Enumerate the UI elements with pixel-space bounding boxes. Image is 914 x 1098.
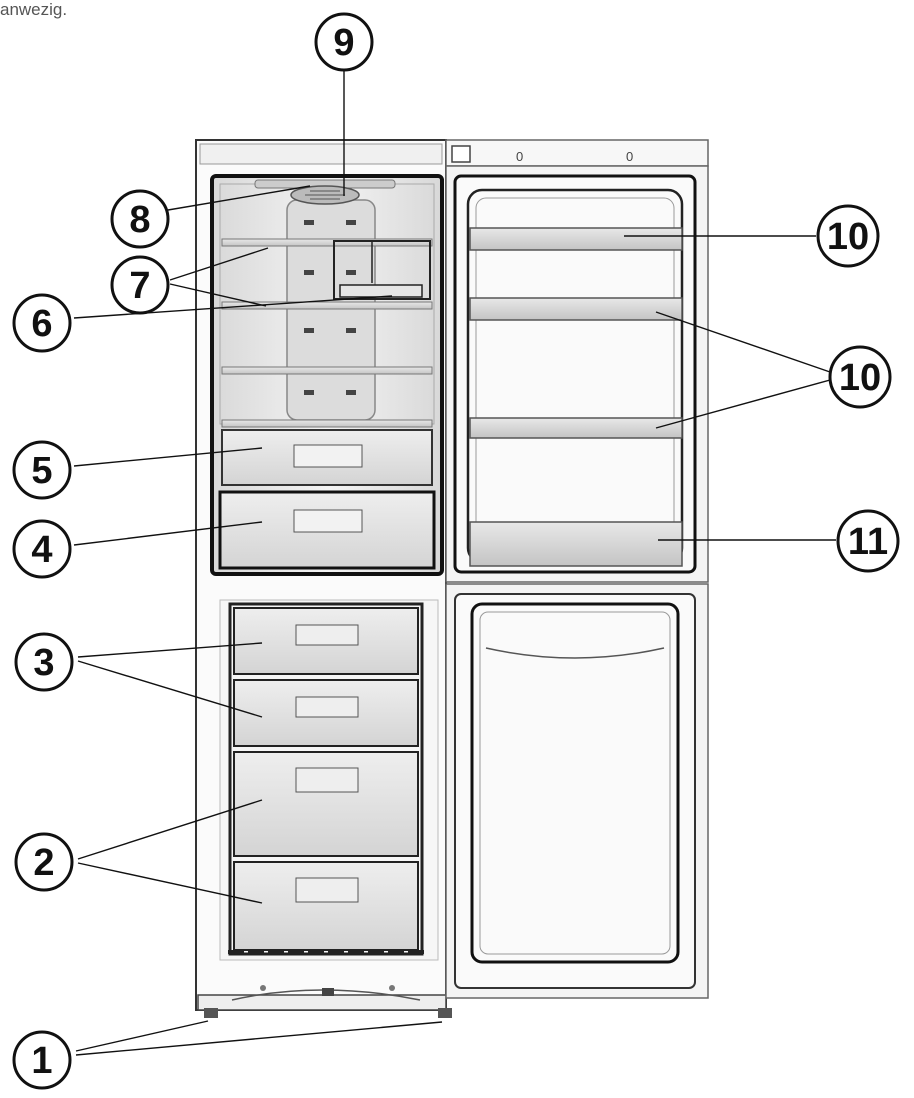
callout-7: 7 (110, 255, 170, 315)
callout-11: 11 (836, 509, 900, 573)
callout-6: 6 (12, 293, 72, 353)
freezer-door (445, 583, 709, 999)
callout-9: 9 (314, 12, 374, 72)
crisper-drawer (218, 490, 436, 570)
svg-text:10: 10 (827, 216, 869, 258)
fresh-zone-drawer (221, 429, 433, 486)
bottle-balcony (469, 521, 683, 567)
hanging-box (333, 240, 431, 300)
svg-text:1: 1 (31, 1040, 52, 1082)
freezer-compartment (219, 599, 439, 961)
callout-1: 1 (12, 1030, 72, 1090)
svg-text:9: 9 (333, 22, 354, 64)
svg-text:6: 6 (31, 303, 52, 345)
svg-text:3: 3 (33, 642, 54, 684)
feet (204, 1008, 452, 1018)
callouts: 9 8 7 6 5 4 3 2 (12, 12, 900, 1090)
svg-text:5: 5 (31, 450, 52, 492)
svg-text:10: 10 (839, 357, 881, 399)
callout-10-mid: 10 (828, 345, 892, 409)
callout-10-top: 10 (816, 204, 880, 268)
doors: 0 0 (445, 139, 709, 999)
control-knob-left: 0 (516, 149, 523, 164)
callout-8: 8 (110, 189, 170, 249)
svg-text:11: 11 (848, 521, 888, 563)
freezer-drawers-large (233, 751, 419, 951)
control-knob-right: 0 (626, 149, 633, 164)
svg-text:2: 2 (33, 842, 54, 884)
caption-fragment: anwezig. (0, 0, 68, 19)
callout-2: 2 (14, 832, 74, 892)
fridge-door (445, 165, 709, 583)
svg-text:4: 4 (31, 529, 52, 571)
callout-5: 5 (12, 440, 72, 500)
leader-lines (73, 69, 836, 1056)
callout-4: 4 (12, 519, 72, 579)
fridge-compartment (210, 174, 444, 576)
freezer-drawers-small (233, 607, 419, 747)
door-balconies (469, 227, 683, 439)
svg-text:8: 8 (129, 199, 150, 241)
callout-3: 3 (14, 632, 74, 692)
glass-shelves (221, 238, 433, 428)
light-fan-unit (254, 179, 396, 205)
svg-text:7: 7 (129, 265, 150, 307)
